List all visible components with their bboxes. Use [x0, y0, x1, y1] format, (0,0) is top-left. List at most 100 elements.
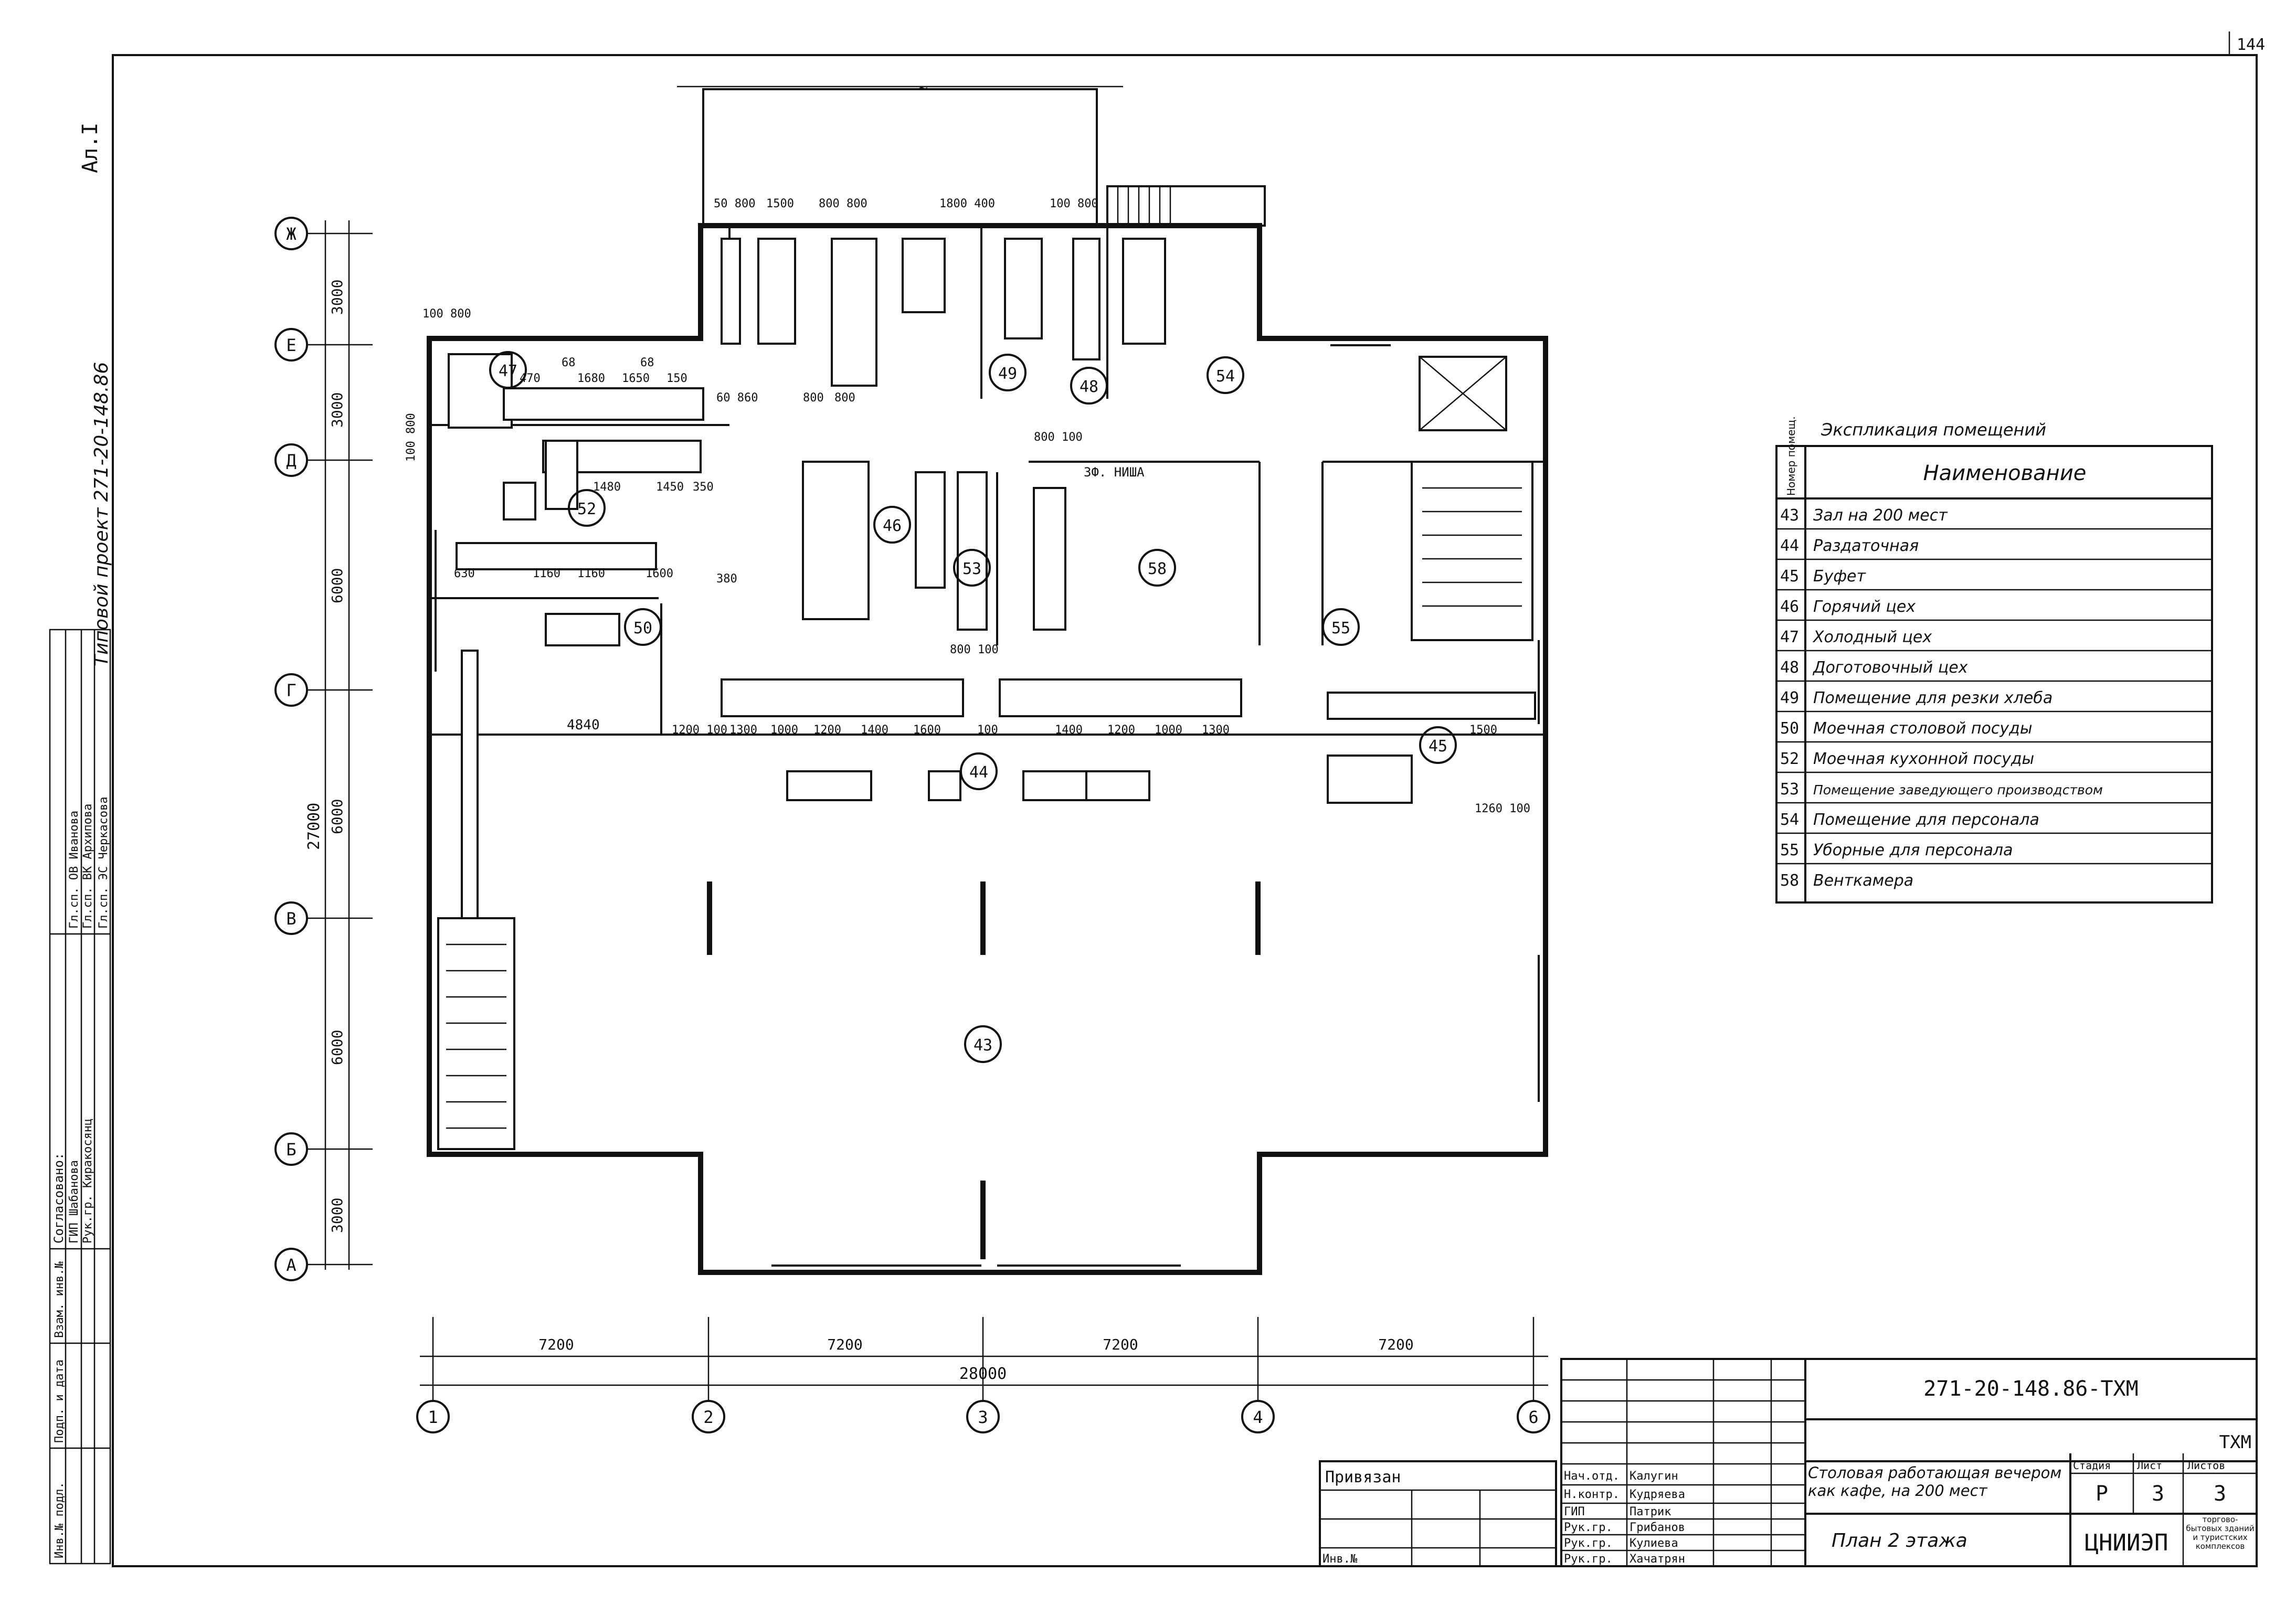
svg-text:1: 1 [428, 1407, 438, 1427]
svg-text:6000: 6000 [329, 568, 346, 603]
sign-name: Патрик [1630, 1505, 1671, 1518]
kitchen-equipment [448, 238, 1536, 919]
approval-stamp: Согласовано: ГИП Шабанова Рук.гр. Кирако… [49, 629, 111, 1565]
page-number: 144 [2237, 36, 2265, 54]
svg-text:470: 470 [520, 372, 541, 385]
org-name: ЦНИИЭП [2085, 1529, 2168, 1556]
stair-right [1411, 461, 1533, 641]
svg-text:100: 100 [977, 724, 998, 737]
svg-text:1300: 1300 [729, 724, 757, 737]
sign-name: Хачатрян [1630, 1553, 1685, 1566]
plan-dimensions: 50 800 1500 800 800 1800 400 100 800 100… [405, 197, 1530, 815]
svg-text:58: 58 [1148, 560, 1167, 578]
sign-name: Кулиева [1630, 1537, 1678, 1550]
room-tag-58: 58 [1138, 549, 1176, 587]
svg-text:1650: 1650 [622, 372, 650, 385]
svg-text:44: 44 [969, 763, 988, 782]
explication-col-num: Номер помещ. [1785, 416, 1797, 496]
svg-text:1450: 1450 [656, 481, 684, 494]
stage-value: Р [2096, 1482, 2108, 1506]
svg-text:800 800: 800 800 [819, 197, 867, 210]
svg-text:Ж: Ж [286, 224, 297, 244]
total-vertical-dim: 27000 [305, 803, 323, 850]
room-tag-50: 50 [624, 608, 662, 646]
room-tag-45: 45 [1419, 726, 1457, 764]
svg-text:47: 47 [499, 362, 517, 380]
sheet-frame [112, 54, 2258, 1567]
sheet-value: 3 [2152, 1482, 2164, 1506]
explication-row-num: 58 [1780, 872, 1799, 890]
explication-row-name: Холодный цех [1812, 628, 1932, 646]
svg-text:800: 800 [803, 391, 824, 405]
svg-text:6000: 6000 [329, 799, 346, 834]
explication-title: Экспликация помещений [1821, 420, 2046, 440]
svg-text:1800 400: 1800 400 [939, 197, 995, 210]
svg-text:~: ~ [918, 79, 928, 98]
svg-text:380: 380 [716, 572, 737, 586]
svg-text:Г: Г [286, 681, 296, 700]
explication-row-name: Буфет [1813, 567, 1866, 586]
svg-text:1200: 1200 [813, 724, 841, 737]
svg-text:50 800: 50 800 [714, 197, 755, 210]
explication-row-name: Помещение для резки хлеба [1813, 689, 2052, 707]
svg-text:6000: 6000 [329, 1030, 346, 1065]
approval-bottom: Подп. и дата [53, 1359, 66, 1443]
approval-row: ГИП Шабанова [68, 1160, 81, 1244]
svg-text:1000: 1000 [770, 724, 798, 737]
svg-text:Е: Е [286, 335, 296, 355]
room-tag-55: 55 [1322, 608, 1360, 646]
svg-text:3000: 3000 [329, 280, 346, 315]
axis-marker-row: Ж Е Д Г В Б А [274, 217, 308, 1281]
room-tag-48: 48 [1070, 367, 1108, 405]
explication-row-num: 45 [1780, 567, 1799, 586]
svg-text:800 100: 800 100 [950, 643, 999, 656]
svg-text:46: 46 [883, 517, 902, 535]
room-tag-47: 47 [489, 351, 527, 389]
explication-row-num: 47 [1780, 628, 1799, 646]
svg-text:1200: 1200 [1107, 724, 1135, 737]
inv-no-label: Инв.№ [1322, 1553, 1357, 1566]
svg-text:1300: 1300 [1202, 724, 1230, 737]
project-side-note: Типовой проект 271-20-148.86 [91, 362, 112, 666]
explication-row-name: Моечная столовой посуды [1813, 719, 2033, 738]
sheet-label: Лист [2137, 1459, 2162, 1472]
room-tag-46: 46 [873, 506, 911, 544]
approval-row: Гл.сп. ЭС Черкасова [97, 796, 110, 929]
svg-text:1680: 1680 [577, 372, 605, 385]
privyazan-label: Привязан [1325, 1468, 1401, 1486]
svg-text:43: 43 [974, 1036, 992, 1055]
approval-bottom: Инв.№ подл. [53, 1482, 66, 1558]
sheets-label: Листов [2187, 1459, 2225, 1472]
explication-row-name: Зал на 200 мест [1813, 506, 1948, 525]
explication-row-num: 52 [1780, 750, 1799, 768]
room-tag-52: 52 [568, 489, 606, 527]
svg-text:1200 100: 1200 100 [672, 724, 727, 737]
svg-text:4840: 4840 [567, 717, 600, 733]
svg-text:45: 45 [1429, 737, 1447, 756]
room-tags: 43 44 45 46 47 48 49 50 52 53 54 55 58 [489, 351, 1457, 1063]
explication-row-num: 44 [1780, 537, 1799, 555]
room-tag-43: 43 [964, 1025, 1002, 1063]
sign-role: ГИП [1564, 1505, 1585, 1518]
svg-text:1600: 1600 [646, 567, 673, 580]
svg-text:68: 68 [562, 356, 576, 369]
svg-text:1400: 1400 [1055, 724, 1083, 737]
svg-text:49: 49 [998, 365, 1017, 383]
explication-row-name: Моечная кухонной посуды [1813, 750, 2034, 768]
explication-row-num: 50 [1780, 719, 1799, 738]
svg-text:150: 150 [666, 372, 687, 385]
building-walls: ~ [427, 79, 1548, 1275]
svg-text:1400: 1400 [861, 724, 888, 737]
sign-role: Рук.гр. [1564, 1553, 1613, 1566]
album-mark: Ал.I [78, 123, 102, 173]
svg-text:53: 53 [962, 560, 981, 578]
explication-row-num: 54 [1780, 811, 1799, 829]
sign-role: Рук.гр. [1564, 1521, 1613, 1534]
explication-row-name: Горячий цех [1813, 598, 1916, 616]
sign-role: Нач.отд. [1564, 1470, 1620, 1483]
explication-row-num: 49 [1780, 689, 1799, 707]
drawing-code: 271-20-148.86-ТХМ [1923, 1377, 2138, 1401]
approval-heading: Согласовано: [51, 1153, 66, 1244]
explication-col-name: Наименование [1923, 461, 2087, 485]
svg-text:1600: 1600 [913, 724, 941, 737]
